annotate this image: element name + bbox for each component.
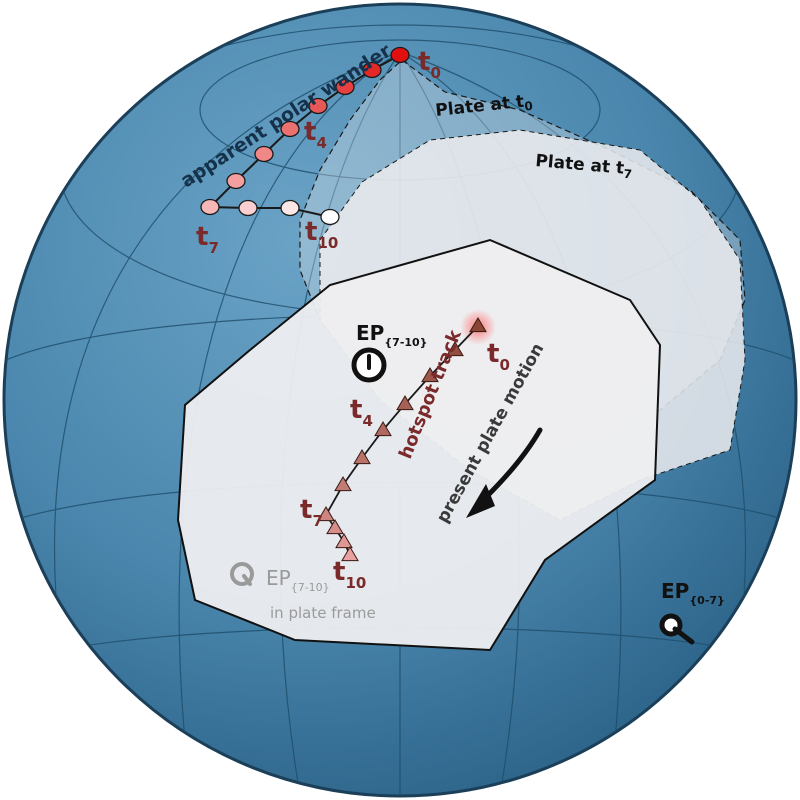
hotspot-triangle-6 [334,476,352,492]
hotspot-triangle-10 [341,546,359,562]
apw-dot-8 [238,199,258,217]
apw-dot-4 [280,120,300,138]
hotspot-triangle-9 [335,533,353,549]
apw-t7-label: t7 [196,222,219,257]
hotspot-triangle-8 [326,519,344,535]
hotspot-track [317,309,496,562]
ep-plate-frame-caption: in plate frame [270,604,376,622]
hotspot-triangle-2 [421,367,439,383]
hotspot-triangle-3 [396,395,414,411]
apw-dot-5 [254,145,274,163]
hotspot-triangle-1 [446,341,464,357]
ep-7-10-label: EP{7-10} [356,321,428,349]
hs-t10-label: t10 [333,557,366,592]
ep-plate-frame-icon [230,562,254,586]
apw-dot-6 [226,172,246,190]
ep-plate-frame-label: EP{7-10} [266,566,330,594]
apw-dot-0 [390,46,410,64]
present-plate [176,238,662,652]
hotspot-triangle-0 [469,317,487,333]
hs-t7-label: t7 [300,495,323,530]
ep-0-7-icon [659,613,695,645]
hs-t4-label: t4 [350,395,373,430]
apw-t10-label: t10 [305,217,338,252]
present-plate-motion-arrow [466,427,543,518]
hotspot-triangle-4 [374,421,392,437]
ep-0-7-label: EP{0-7} [661,579,725,607]
hotspot-triangle-5 [353,449,371,465]
apw-dot-1 [362,61,382,79]
apw-t4-label: t4 [304,117,327,152]
apw-dot-9 [280,199,300,217]
hs-t0-label: t0 [487,339,510,374]
apw-track [200,46,410,226]
apw-dot-3 [308,97,328,115]
apw-dot-2 [335,78,355,96]
ep-7-10-icon [351,347,387,383]
apw-t0-label: t0 [418,47,441,82]
hotspot-triangle-7 [317,506,335,522]
apw-dot-7 [200,198,220,216]
apw-dot-10 [320,208,340,226]
